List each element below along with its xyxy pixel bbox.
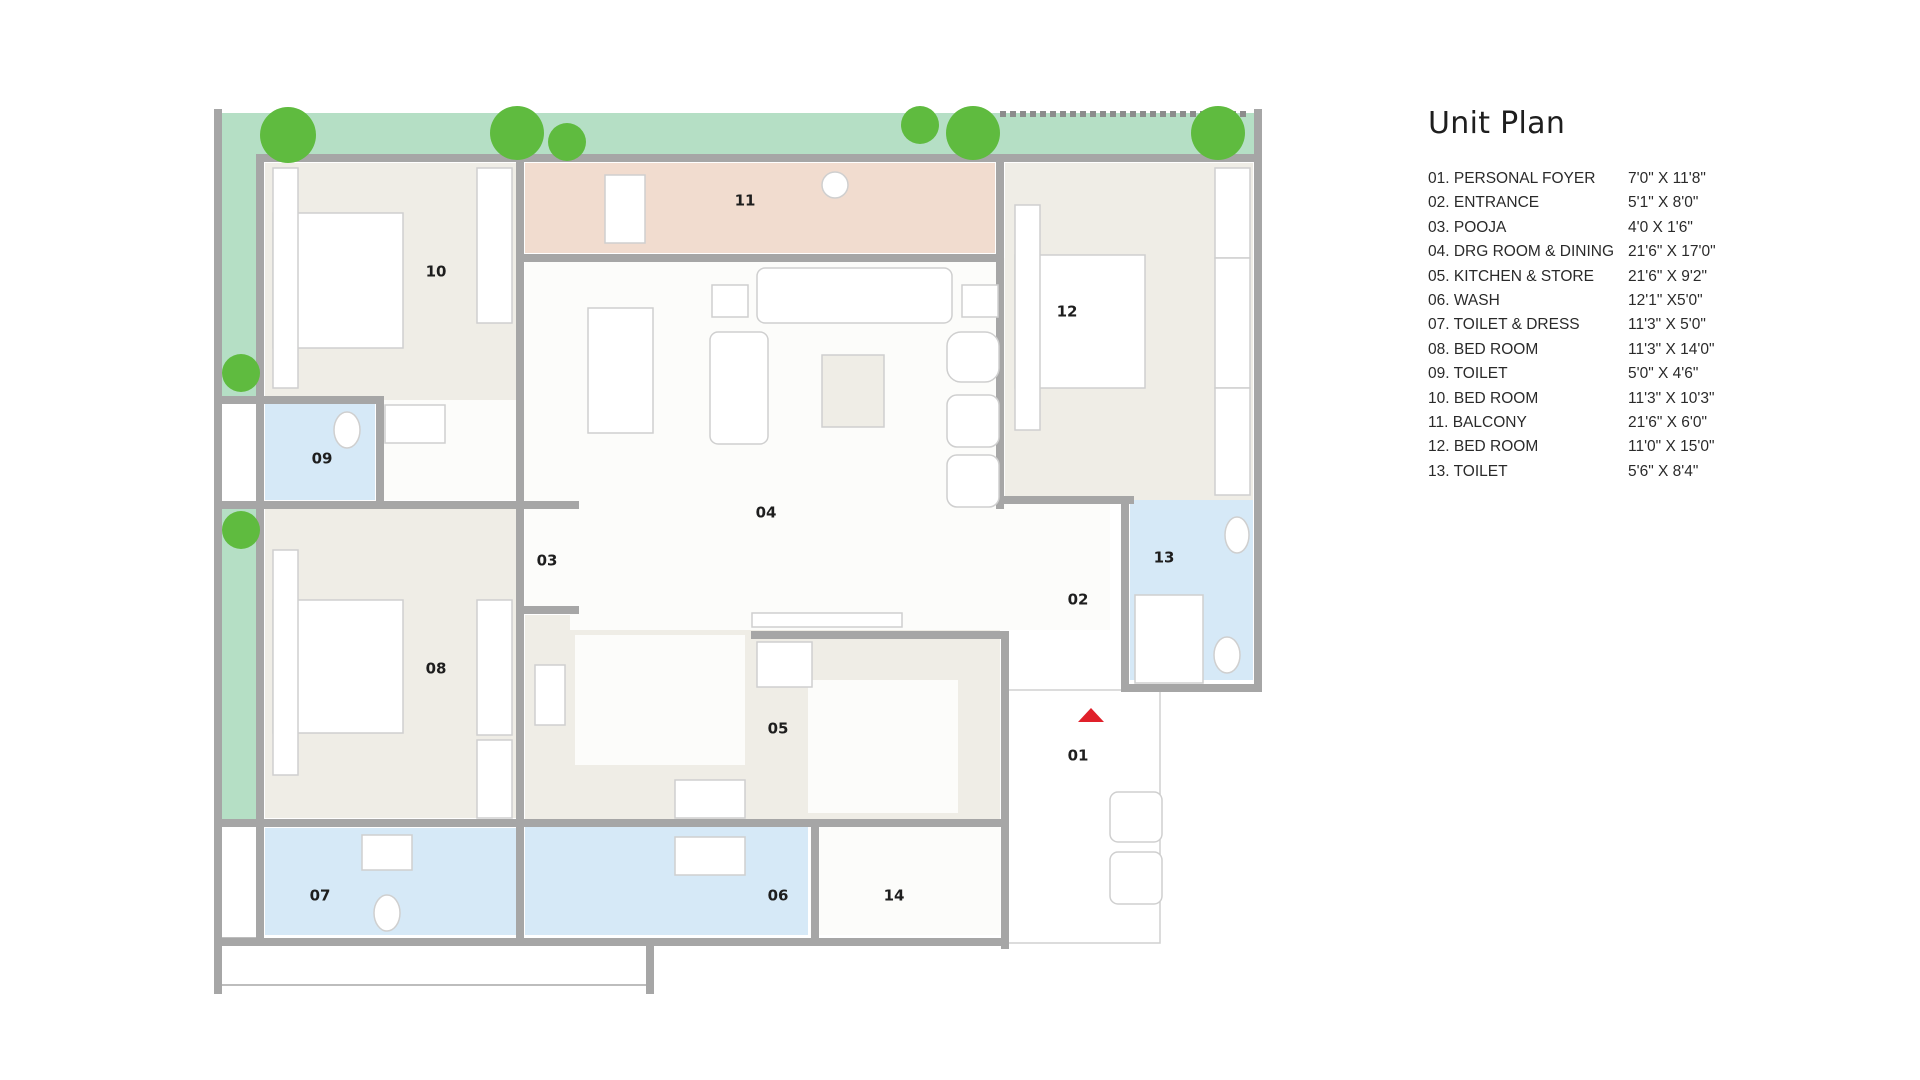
sofa-icon: [756, 267, 953, 324]
legend-item-name: 11. BALCONY: [1428, 413, 1527, 431]
room-labels: 01 02 03 04 05 06 07 08 09 10 11 12 13 1…: [310, 192, 1175, 905]
legend-item-name: 02. ENTRANCE: [1428, 194, 1540, 212]
furniture: [272, 167, 1251, 932]
legend-item-dimension: 5'6" X 8'4": [1628, 462, 1699, 480]
legend-item-dimension: 5'1" X 8'0": [1628, 194, 1699, 212]
legend-item-dimension: 11'3" X 5'0": [1628, 316, 1706, 334]
legend-item: 13. TOILET 5'6" X 8'4": [1428, 460, 1828, 484]
tree-icon: [490, 106, 544, 160]
legend-list: 01. PERSONAL FOYER 7'0" X 11'8" 02. ENTRAN…: [1428, 167, 1828, 484]
room-label-14: 14: [884, 887, 905, 905]
room-label-10: 10: [426, 263, 447, 281]
legend-item: 07. TOILET & DRESS 11'3" X 5'0": [1428, 313, 1828, 337]
garden-strips: [218, 113, 1258, 823]
legend-item: 06. WASH 12'1" X5'0": [1428, 289, 1828, 313]
legend: Unit Plan 01. PERSONAL FOYER 7'0" X 11'8"…: [1428, 106, 1828, 484]
tree-icon: [222, 511, 260, 549]
legend-item-dimension: 11'0" X 15'0": [1628, 438, 1715, 456]
legend-title: Unit Plan: [1428, 106, 1566, 141]
room-label-13: 13: [1154, 549, 1175, 567]
sofa-icon: [709, 331, 769, 445]
legend-item-dimension: 7'0" X 11'8": [1628, 170, 1706, 187]
legend-item-name: 05. KITCHEN & STORE: [1428, 267, 1594, 285]
legend-item-dimension: 21'6" X 17'0": [1628, 243, 1716, 261]
legend-item: 01. PERSONAL FOYER 7'0" X 11'8": [1428, 167, 1828, 191]
stove-icon: [534, 664, 566, 726]
legend-item: 03. POOJA 4'0 X 1'6": [1428, 216, 1828, 240]
entry-arrow-icon: [1078, 708, 1104, 722]
sink-icon: [384, 404, 446, 444]
room-label-02: 02: [1068, 591, 1089, 609]
room-label-09: 09: [312, 450, 333, 468]
legend-item-dimension: 21'6" X 9'2": [1628, 267, 1707, 285]
legend-item-dimension: 4'0 X 1'6": [1628, 218, 1693, 236]
room-label-04: 04: [756, 504, 777, 522]
legend-item: 02. ENTRANCE 5'1" X 8'0": [1428, 191, 1828, 215]
toilet-icon: [1213, 636, 1241, 674]
toilet-icon: [333, 411, 361, 449]
legend-item-dimension: 5'0" X 4'6": [1628, 365, 1699, 383]
legend-item-dimension: 12'1" X5'0": [1628, 291, 1703, 309]
sink-icon: [674, 836, 746, 876]
tree-icon: [548, 123, 586, 161]
legend-item-dimension: 11'3" X 14'0": [1628, 340, 1715, 358]
room-label-03: 03: [537, 552, 558, 570]
legend-item: 11. BALCONY 21'6" X 6'0": [1428, 411, 1828, 435]
room-label-06: 06: [768, 887, 789, 905]
legend-item-name: 10. BED ROOM: [1428, 389, 1539, 407]
sink-icon: [674, 779, 746, 819]
room-label-08: 08: [426, 660, 447, 678]
toilet-icon: [373, 894, 401, 932]
legend-item-name: 07. TOILET & DRESS: [1428, 316, 1580, 334]
sink-icon: [361, 834, 413, 871]
legend-item: 10. BED ROOM 11'3" X 10'3": [1428, 387, 1828, 411]
legend-item-dimension: 11'3" X 10'3": [1628, 389, 1715, 407]
tree-icon: [1191, 106, 1245, 160]
room-label-07: 07: [310, 887, 331, 905]
legend-item: 09. TOILET 5'0" X 4'6": [1428, 362, 1828, 386]
legend-item-name: 08. BED ROOM: [1428, 340, 1539, 358]
tree-icon: [260, 107, 316, 163]
room-label-01: 01: [1068, 747, 1089, 765]
tree-icon: [901, 106, 939, 144]
room-label-11: 11: [735, 192, 756, 210]
legend-item-name: 13. TOILET: [1428, 462, 1508, 480]
legend-item: 08. BED ROOM 11'3" X 14'0": [1428, 338, 1828, 362]
legend-item-name: 09. TOILET: [1428, 365, 1508, 383]
legend-item-name: 06. WASH: [1428, 291, 1500, 309]
legend-item-dimension: 21'6" X 6'0": [1628, 413, 1707, 431]
legend-item-name: 04. DRG ROOM & DINING: [1428, 243, 1615, 261]
tree-icon: [946, 106, 1000, 160]
room-label-12: 12: [1057, 303, 1078, 321]
legend-item: 05. KITCHEN & STORE 21'6" X 9'2": [1428, 265, 1828, 289]
legend-item-name: 12. BED ROOM: [1428, 438, 1539, 456]
trees: [222, 106, 1245, 549]
legend-item-name: 01. PERSONAL FOYER: [1428, 170, 1596, 187]
legend-item: 04. DRG ROOM & DINING 21'6" X 17'0": [1428, 240, 1828, 264]
walls: [214, 109, 1262, 994]
legend-item-name: 03. POOJA: [1428, 218, 1507, 236]
room-label-05: 05: [768, 720, 789, 738]
legend-item: 12. BED ROOM 11'0" X 15'0": [1428, 435, 1828, 459]
tree-icon: [222, 354, 260, 392]
